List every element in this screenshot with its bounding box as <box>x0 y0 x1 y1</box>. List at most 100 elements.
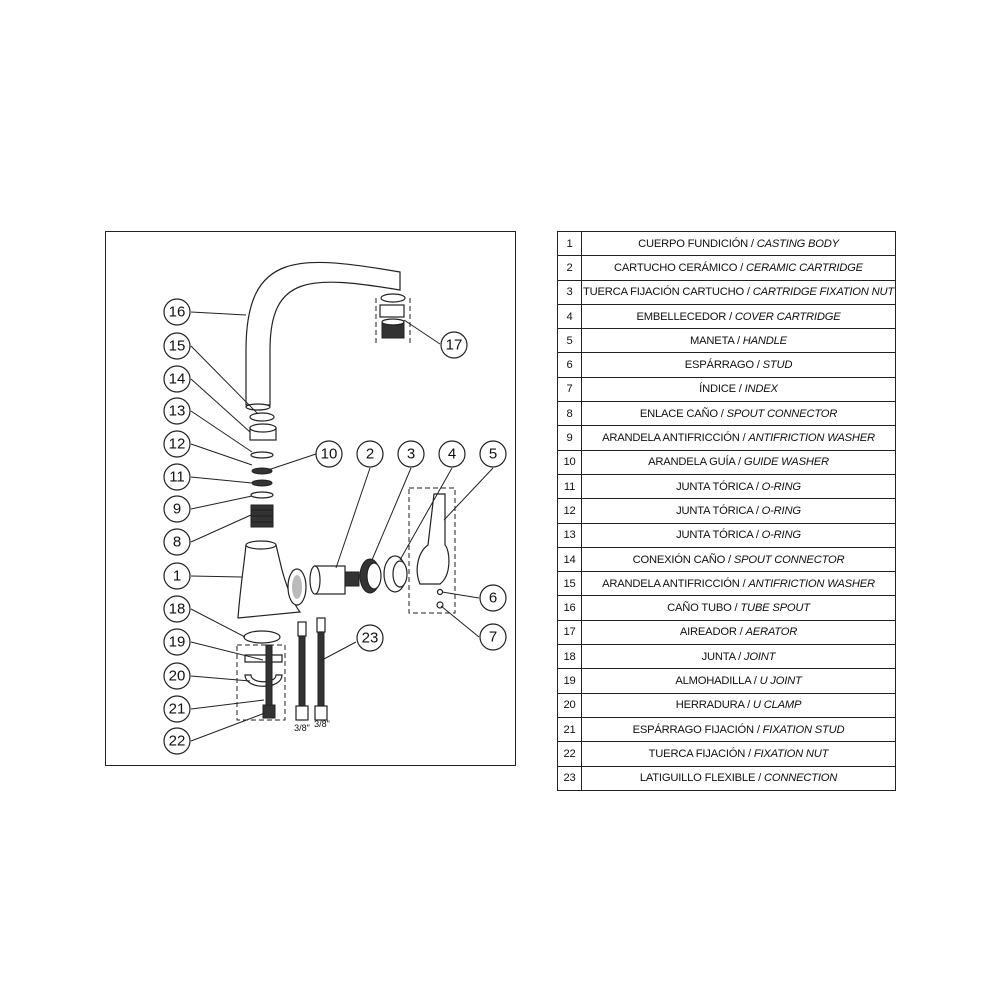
ceramic-cartridge-drawing <box>309 565 360 595</box>
callout-3: 3 <box>397 440 425 468</box>
callout-4: 4 <box>438 440 466 468</box>
svg-text:4: 4 <box>448 446 456 463</box>
name-separator: / <box>735 456 744 469</box>
part-name-es: CUERPO FUNDICIÓN <box>638 237 749 250</box>
svg-text:3: 3 <box>407 446 415 463</box>
name-separator: / <box>750 674 760 687</box>
part-name-es: ARANDELA GUÍA <box>648 456 736 469</box>
name-separator: / <box>755 772 764 785</box>
part-number: 4 <box>557 303 582 330</box>
part-name-es: MANETA <box>690 334 735 347</box>
callout-18: 18 <box>163 595 191 623</box>
name-separator: / <box>752 504 762 517</box>
part-name-en: INDEX <box>744 383 778 396</box>
part-number: 2 <box>557 255 582 281</box>
part-description: JUNTA TÓRICA / O-RING <box>581 498 896 524</box>
exploded-diagram-panel <box>105 231 516 766</box>
part-name-en: HANDLE <box>742 334 787 347</box>
part-name-es: AIREADOR <box>679 626 737 639</box>
callout-22: 22 <box>163 727 191 755</box>
aerator-drawing <box>375 293 411 346</box>
name-separator: / <box>753 723 763 736</box>
part-name-es: TUERCA FIJACIÓN <box>648 747 746 760</box>
callout-8: 8 <box>163 528 191 556</box>
part-description: CARTUCHO CERÁMICO / CERAMIC CARTRIDGE <box>581 255 896 281</box>
part-description: JUNTA TÓRICA / O-RING <box>581 522 896 548</box>
part-description: HERRADURA / U CLAMP <box>581 692 896 718</box>
part-name-es: JUNTA <box>701 650 736 663</box>
svg-text:15: 15 <box>169 338 186 355</box>
callout-5: 5 <box>479 440 507 468</box>
part-description: JUNTA / JOINT <box>581 644 896 670</box>
svg-text:7: 7 <box>489 629 497 646</box>
callout-9: 9 <box>163 495 191 523</box>
name-separator: / <box>748 237 757 250</box>
svg-text:6: 6 <box>489 590 497 607</box>
callout-2: 2 <box>356 440 384 468</box>
svg-text:23: 23 <box>362 630 379 647</box>
part-description: LATIGUILLO FLEXIBLE / CONNECTION <box>581 765 896 791</box>
name-separator: / <box>731 602 741 615</box>
part-description: ESPÁRRAGO / STUD <box>581 352 896 378</box>
part-name-es: JUNTA TÓRICA <box>676 480 753 493</box>
part-name-es: EMBELLECEDOR <box>636 310 727 323</box>
part-name-es: ESPÁRRAGO FIJACIÓN <box>632 723 755 736</box>
part-number: 23 <box>557 765 582 791</box>
casting-body-drawing <box>237 540 307 619</box>
part-description: TUERCA FIJACIÓN CARTUCHO / CARTRIDGE FIX… <box>581 279 896 305</box>
svg-text:18: 18 <box>169 601 186 618</box>
part-name-en: TUBE SPOUT <box>740 602 810 615</box>
part-name-es: JUNTA TÓRICA <box>676 504 753 517</box>
name-separator: / <box>736 626 746 639</box>
part-number: 17 <box>557 619 582 646</box>
part-number: 9 <box>557 425 582 451</box>
callout-21: 21 <box>163 695 191 723</box>
part-name-es: ALMOHADILLA <box>675 674 751 687</box>
callout-14: 14 <box>163 365 191 393</box>
svg-text:1: 1 <box>173 568 181 585</box>
part-name-es: ÍNDICE <box>699 383 736 396</box>
svg-text:12: 12 <box>169 436 186 453</box>
part-number: 19 <box>557 668 582 694</box>
name-separator: / <box>744 699 753 712</box>
part-name-en: O-RING <box>761 480 801 493</box>
name-separator: / <box>745 747 754 760</box>
part-name-en: SPOUT CONNECTOR <box>726 407 838 420</box>
svg-text:20: 20 <box>169 668 186 685</box>
svg-text:9: 9 <box>173 501 181 518</box>
name-separator: / <box>726 310 735 323</box>
part-name-es: HERRADURA <box>675 699 745 712</box>
part-number: 15 <box>557 571 582 597</box>
part-name-en: STUD <box>762 359 793 372</box>
hose-size-label-left: 3/8" <box>294 723 310 733</box>
part-description: AIREADOR / AERATOR <box>581 619 896 646</box>
name-separator: / <box>739 432 749 445</box>
part-number: 5 <box>557 328 582 354</box>
name-separator: / <box>743 286 753 299</box>
part-number: 3 <box>557 279 582 305</box>
part-number: 22 <box>557 741 582 767</box>
svg-text:21: 21 <box>169 701 186 718</box>
part-description: JUNTA TÓRICA / O-RING <box>581 473 896 500</box>
flexible-hoses-drawing <box>295 617 328 721</box>
callout-23: 23 <box>356 624 384 652</box>
hose-size-label-right: 3/8" <box>314 719 330 729</box>
part-name-en: COVER CARTRIDGE <box>734 310 841 323</box>
callout-17: 17 <box>440 331 468 359</box>
leader-lines <box>190 311 494 742</box>
callout-6: 6 <box>479 584 507 612</box>
part-name-en: O-RING <box>761 504 801 517</box>
part-name-en: GUIDE WASHER <box>743 456 829 469</box>
svg-text:8: 8 <box>173 534 181 551</box>
callout-1: 1 <box>163 562 191 590</box>
